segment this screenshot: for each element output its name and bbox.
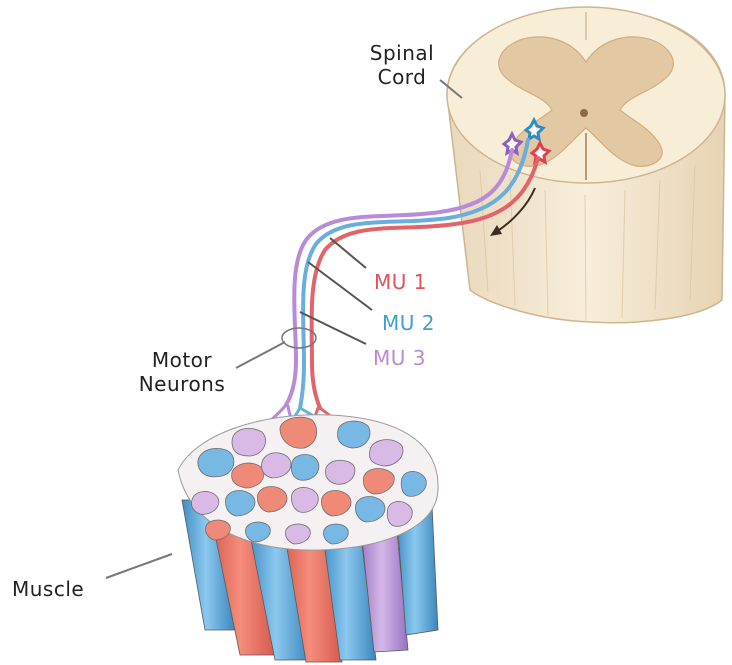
spinal-cord-label: Spinal Cord: [356, 41, 448, 89]
muscle-bundle: [178, 415, 438, 662]
motor-neurons-label-line1: Motor: [124, 348, 240, 372]
spinal-cord: [447, 7, 725, 323]
mu2-label: MU 2: [382, 311, 435, 335]
motor-neurons-label-line2: Neurons: [124, 372, 240, 396]
spinal-cord-label-line2: Cord: [356, 65, 448, 89]
spinal-cord-label-line1: Spinal: [356, 41, 448, 65]
mu1-label: MU 1: [374, 270, 427, 294]
muscle-label: Muscle: [12, 577, 84, 601]
mu3-label: MU 3: [373, 346, 426, 370]
motor-neurons-label: Motor Neurons: [124, 348, 240, 396]
